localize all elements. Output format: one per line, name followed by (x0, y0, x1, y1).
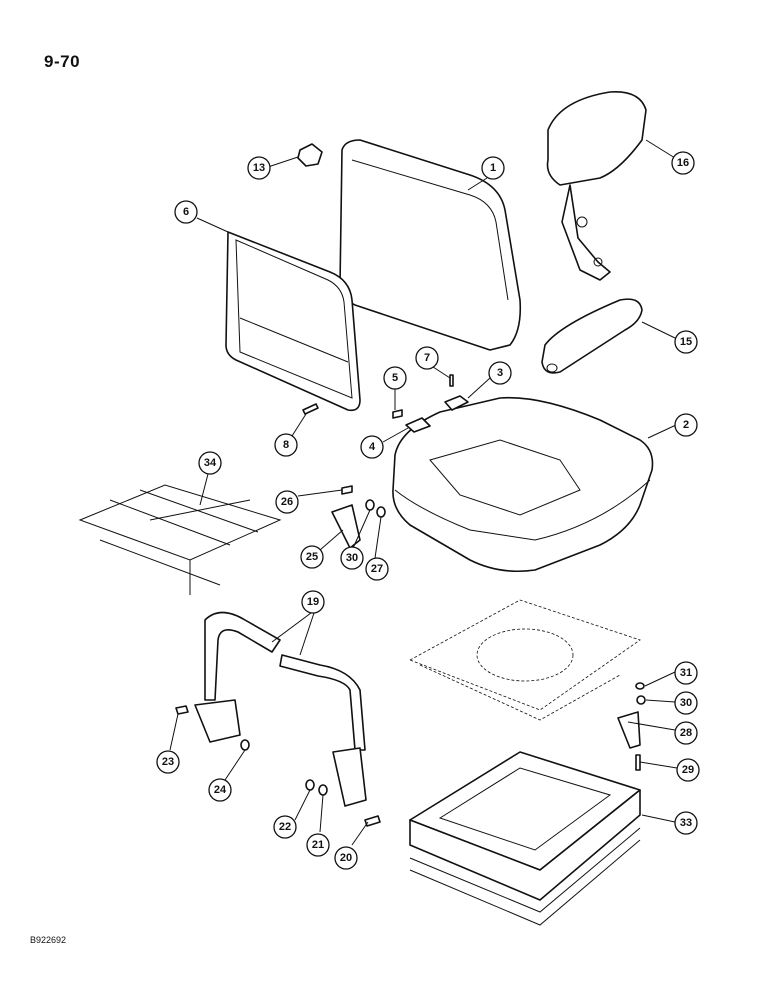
svg-text:21: 21 (312, 839, 324, 851)
svg-text:1: 1 (490, 162, 496, 174)
page-number: 9-70 (44, 52, 81, 71)
callout-16: 16 (671, 151, 695, 175)
svg-text:4: 4 (369, 441, 376, 453)
svg-text:25: 25 (306, 551, 318, 563)
callout-30: 30 (674, 691, 698, 715)
svg-text:24: 24 (214, 784, 227, 796)
callout-25: 25 (300, 545, 324, 569)
callout-23: 23 (156, 750, 180, 774)
svg-text:16: 16 (677, 157, 689, 169)
svg-text:28: 28 (680, 727, 692, 739)
svg-text:34: 34 (204, 457, 217, 469)
callout-3: 3 (488, 361, 512, 385)
callout-8: 8 (274, 433, 298, 457)
seat-belt (194, 611, 367, 807)
seat-wire-frame (78, 484, 282, 595)
callout-19: 19 (301, 590, 325, 614)
svg-text:23: 23 (162, 756, 174, 768)
mounting-bracket-and-fasteners (331, 485, 386, 549)
callout-21: 21 (306, 833, 330, 857)
callout-1: 1 (481, 156, 505, 180)
hardware-small-parts (302, 374, 469, 433)
svg-text:7: 7 (424, 352, 430, 364)
svg-text:33: 33 (680, 817, 692, 829)
callout-22: 22 (273, 815, 297, 839)
svg-text:30: 30 (680, 697, 692, 709)
svg-text:20: 20 (340, 852, 352, 864)
svg-text:19: 19 (307, 596, 319, 608)
callout-24: 24 (208, 778, 232, 802)
callout-29: 29 (676, 758, 700, 782)
leader-lines (169, 139, 678, 846)
figure-code: B922692 (30, 935, 67, 945)
svg-text:3: 3 (497, 367, 503, 379)
svg-text:13: 13 (253, 162, 265, 174)
callout-20: 20 (334, 846, 358, 870)
callout-2: 2 (674, 413, 698, 437)
callout-13: 13 (247, 156, 271, 180)
svg-text:31: 31 (680, 667, 692, 679)
callout-5: 5 (383, 366, 407, 390)
adjuster-knob (297, 143, 323, 167)
callout-6: 6 (174, 200, 198, 224)
callout-15: 15 (674, 330, 698, 354)
seat-back-panel (225, 231, 361, 412)
svg-text:8: 8 (283, 439, 289, 451)
svg-text:26: 26 (281, 496, 293, 508)
callout-30-left: 30 (340, 546, 364, 570)
callout-7: 7 (415, 346, 439, 370)
armrest-pad (541, 298, 643, 374)
seat-cushion (392, 396, 654, 573)
svg-text:27: 27 (371, 563, 383, 575)
callout-26: 26 (275, 490, 299, 514)
callout-28: 28 (674, 721, 698, 745)
armrest-with-bracket (546, 91, 647, 281)
callout-34: 34 (198, 451, 222, 475)
seat-base-plate (409, 599, 641, 721)
suspension-hardware (617, 682, 646, 771)
svg-text:15: 15 (680, 336, 692, 348)
svg-text:5: 5 (392, 372, 398, 384)
svg-text:30: 30 (346, 552, 358, 564)
callout-4: 4 (360, 435, 384, 459)
svg-text:22: 22 (279, 821, 291, 833)
svg-text:29: 29 (682, 764, 694, 776)
suspension-bellows (409, 751, 641, 926)
svg-text:2: 2 (683, 419, 689, 431)
svg-text:6: 6 (183, 206, 189, 218)
callout-31: 31 (674, 661, 698, 685)
callout-27: 27 (365, 557, 389, 581)
callout-33: 33 (674, 811, 698, 835)
